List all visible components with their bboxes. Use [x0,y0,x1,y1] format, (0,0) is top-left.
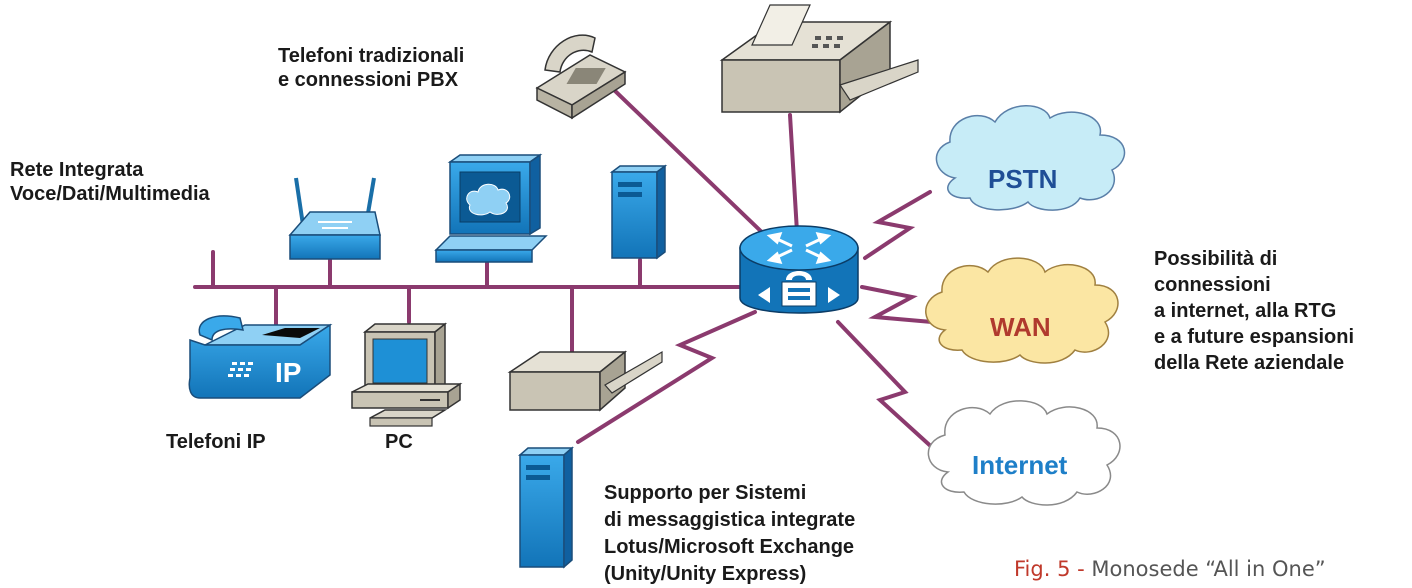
integrated-network-label: Rete Integrata Voce/Dati/Multimedia [10,158,210,206]
wan-label: WAN [990,312,1051,342]
expansion-line: Possibilità di [1154,248,1278,270]
printer-icon [507,350,663,412]
pstn-label: PSTN [988,164,1058,194]
messaging-line: (Unity/Unity Express) [604,563,807,585]
internet-label: Internet [972,450,1068,480]
messaging-line: Supporto per Sistemi [604,482,807,504]
messaging-label: Supporto per Sistemi di messaggistica in… [604,480,855,588]
integrated-network-line: Voce/Dati/Multimedia [10,183,210,205]
traditional-phones-line: Telefoni tradizionali [278,45,465,67]
link-internet [836,320,937,452]
figure-caption: Fig. 5 - Monosede “All in One” [1014,557,1326,581]
figure-title: Monosede “All in One” [1091,557,1326,581]
ip-phone-icon [188,315,333,399]
link-messaging [576,310,757,444]
integrated-network-line: Rete Integrata [10,159,144,181]
link-traditional-phone [610,86,772,242]
link-pstn [863,190,932,260]
ip-badge: IP [275,357,301,388]
link-wan [860,285,934,324]
traditional-phones-label: Telefoni tradizionali e connessioni PBX [278,44,464,92]
expansion-line: a internet, alla RTG [1154,300,1337,322]
figure-number: Fig. 5 - [1014,557,1085,581]
network-links [193,86,937,452]
internet-cloud [927,400,1121,506]
pc-icon [351,322,463,427]
fax-icon [719,4,919,114]
expansion-line: della Rete aziendale [1154,352,1345,374]
link-fax [788,113,799,234]
ip-phones-label: Telefoni IP [166,431,266,453]
expansion-line: connessioni [1154,274,1271,296]
traditional-phone-icon [535,34,627,120]
expansion-line: e a future espansioni [1154,326,1355,348]
router-icon [739,225,859,314]
wireless-ap-icon [288,177,381,260]
messaging-line: Lotus/Microsoft Exchange [604,536,855,558]
messaging-line: di messaggistica integrate [604,509,856,531]
pstn-cloud [935,105,1126,211]
messaging-server-icon [518,446,574,569]
workstation-icon [434,153,548,263]
wan-cloud [925,257,1119,364]
server-icon [609,164,668,260]
expansion-label: Possibilità di connessioni a internet, a… [1154,246,1354,376]
traditional-phones-line: e connessioni PBX [278,69,459,91]
pc-label: PC [385,431,413,453]
